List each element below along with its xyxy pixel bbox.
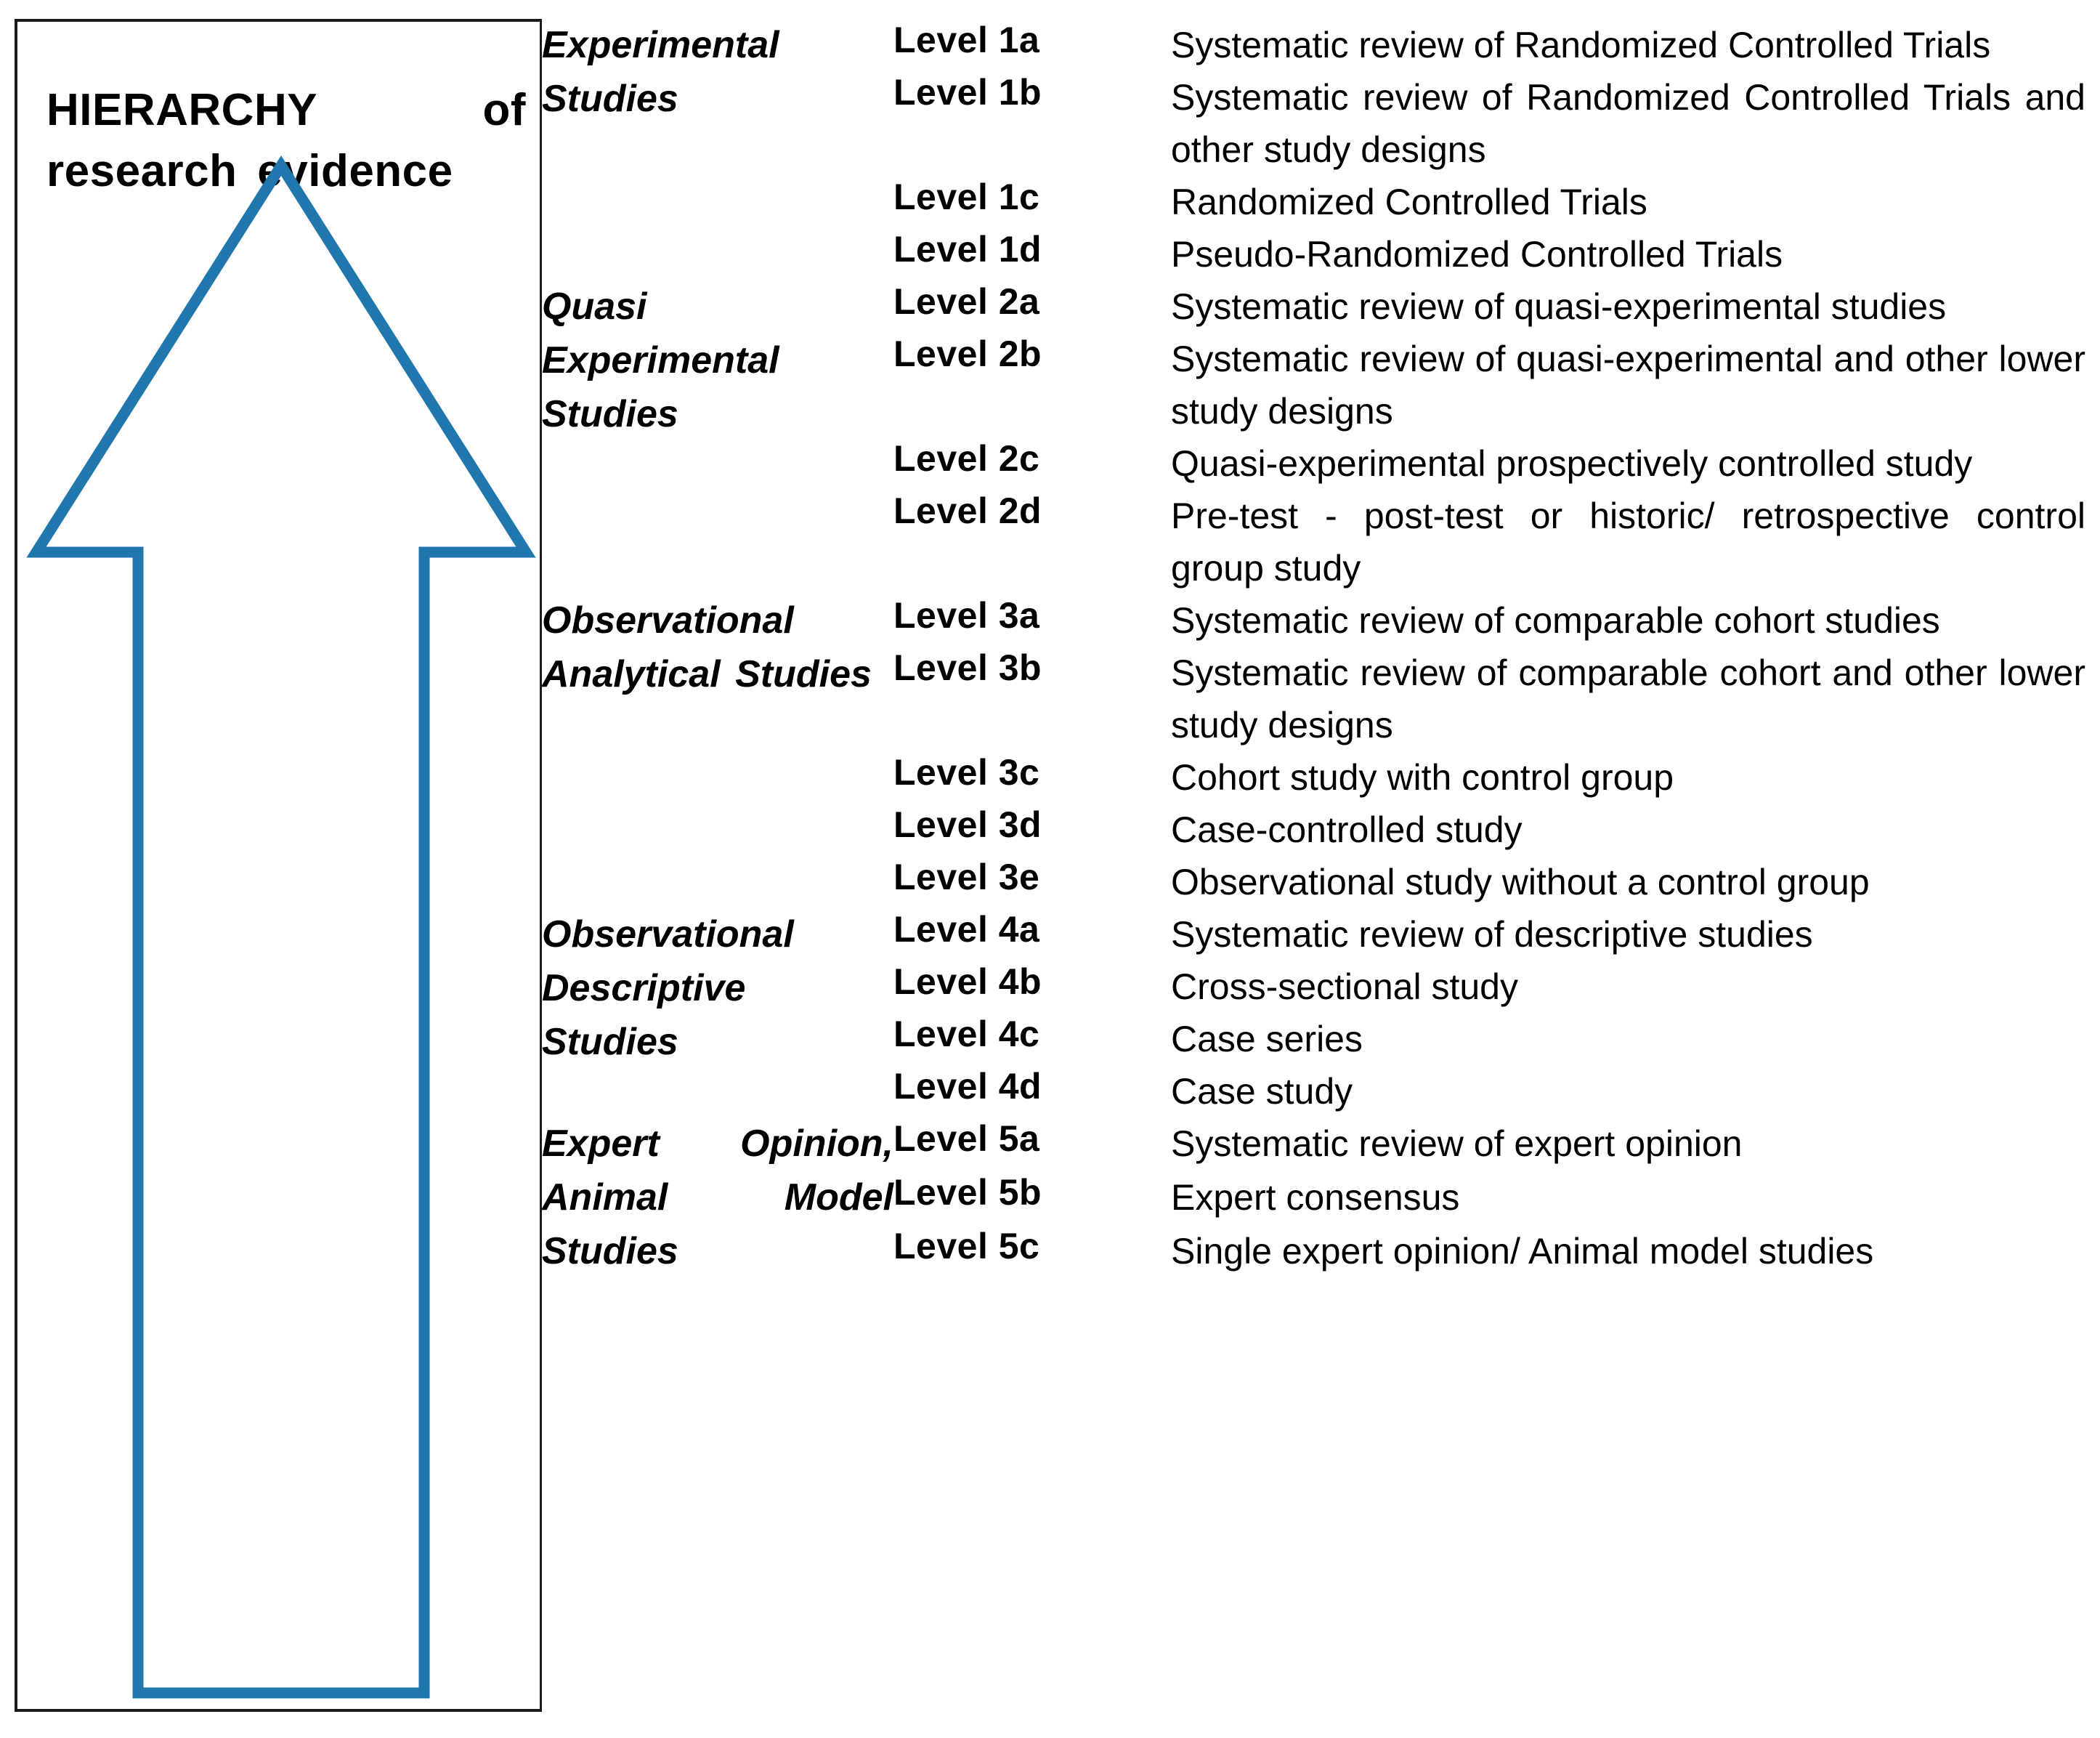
description-cell: Observational study without a control gr… bbox=[1171, 862, 1870, 902]
table-row: Level 3e Observational study without a c… bbox=[542, 856, 2085, 908]
level-cell: Level 1a bbox=[893, 20, 1040, 60]
category-cell-experimental: Experimental Studies bbox=[542, 24, 779, 120]
level-cell: Level 4c bbox=[893, 1014, 1040, 1054]
level-cell: Level 1d bbox=[893, 229, 1042, 270]
description-cell: Quasi-experimental prospectively control… bbox=[1171, 443, 1973, 484]
level-cell: Level 3b bbox=[893, 647, 1042, 688]
table-row: Level 3b Systematic review of comparable… bbox=[542, 647, 2085, 751]
category-cell-expert-opinion: Expert Opinion, Animal Model Studies bbox=[542, 1123, 893, 1272]
table-row: Level 1c Randomized Controlled Trials bbox=[542, 176, 2085, 228]
level-cell: Level 2a bbox=[893, 281, 1040, 322]
table-row: Level 5c Single expert opinion/ Animal m… bbox=[542, 1225, 2085, 1279]
table-row: Level 2c Quasi-experimental prospectivel… bbox=[542, 437, 2085, 490]
table-row: Quasi Experimental Studies Level 2a Syst… bbox=[542, 280, 2085, 435]
description-cell: Case study bbox=[1171, 1071, 1353, 1112]
table-row: Level 4d Case study bbox=[542, 1065, 2085, 1117]
hierarchy-arrow-panel: HIERARCHY of research evidence bbox=[15, 19, 542, 1712]
level-cell: Level 1b bbox=[893, 72, 1042, 113]
table-row: Level 2b Systematic review of quasi-expe… bbox=[542, 333, 2085, 437]
table-row: Level 4c Case series bbox=[542, 1013, 2085, 1065]
level-cell: Level 5b bbox=[893, 1171, 1042, 1213]
level-cell: Level 2d bbox=[893, 490, 1042, 531]
level-cell: Level 3d bbox=[893, 804, 1042, 845]
level-cell: Level 3c bbox=[893, 752, 1040, 793]
description-cell: Pre-test - post-test or historic/ retros… bbox=[1171, 496, 2085, 589]
level-cell: Level 4d bbox=[893, 1066, 1042, 1107]
description-cell: Systematic review of comparable cohort a… bbox=[1171, 652, 2085, 745]
table-row: Level 5b Expert consensus bbox=[542, 1171, 2085, 1225]
level-cell: Level 5a bbox=[893, 1118, 1040, 1159]
table-row: Observational Descriptive Studies Level … bbox=[542, 908, 2085, 1063]
table-row: Level 3c Cohort study with control group bbox=[542, 751, 2085, 804]
table-row: Level 4b Cross-sectional study bbox=[542, 961, 2085, 1013]
table-row: Level 1b Systematic review of Randomized… bbox=[542, 71, 2085, 176]
category-cell-observational-analytical: Observational Analytical Studies bbox=[542, 599, 872, 695]
table-row: Expert Opinion, Animal Model Studies Lev… bbox=[542, 1117, 2085, 1272]
description-cell: Cross-sectional study bbox=[1171, 966, 1518, 1007]
description-cell: Expert consensus bbox=[1171, 1176, 1460, 1218]
description-cell: Randomized Controlled Trials bbox=[1171, 182, 1647, 222]
description-cell: Single expert opinion/ Animal model stud… bbox=[1171, 1230, 1874, 1272]
table-row: Level 1d Pseudo-Randomized Controlled Tr… bbox=[542, 228, 2085, 280]
description-cell: Case-controlled study bbox=[1171, 809, 1523, 850]
level-cell: Level 3e bbox=[893, 857, 1040, 897]
level-cell: Level 5c bbox=[893, 1225, 1040, 1266]
description-cell: Systematic review of quasi-experimental … bbox=[1171, 339, 2085, 432]
description-cell: Case series bbox=[1171, 1019, 1363, 1059]
level-cell: Level 3a bbox=[893, 595, 1040, 636]
up-arrow-icon bbox=[17, 145, 545, 1715]
table-row: Observational Analytical Studies Level 3… bbox=[542, 594, 2085, 695]
description-cell: Pseudo-Randomized Controlled Trials bbox=[1171, 234, 1783, 275]
description-cell: Systematic review of comparable cohort s… bbox=[1171, 600, 1940, 641]
level-cell: Level 4b bbox=[893, 961, 1042, 1002]
description-cell: Systematic review of quasi-experimental … bbox=[1171, 286, 1947, 327]
category-cell-quasi-experimental: Quasi Experimental Studies bbox=[542, 286, 779, 435]
description-cell: Systematic review of Randomized Controll… bbox=[1171, 77, 2085, 170]
description-cell: Systematic review of Randomized Controll… bbox=[1171, 25, 1991, 65]
level-cell: Level 1c bbox=[893, 177, 1040, 217]
evidence-levels-table: Experimental Studies Level 1a Systematic… bbox=[542, 19, 2085, 1278]
description-cell: Systematic review of expert opinion bbox=[1171, 1123, 1743, 1164]
level-cell: Level 4a bbox=[893, 909, 1040, 950]
level-cell: Level 2b bbox=[893, 334, 1042, 374]
table-row: Level 2d Pre-test - post-test or histori… bbox=[542, 490, 2085, 594]
description-cell: Systematic review of descriptive studies bbox=[1171, 914, 1813, 955]
page-title: HIERARCHY of research evidence bbox=[46, 85, 526, 196]
description-cell: Cohort study with control group bbox=[1171, 757, 1674, 798]
table-row: Level 3d Case-controlled study bbox=[542, 804, 2085, 856]
table-row: Experimental Studies Level 1a Systematic… bbox=[542, 19, 2085, 120]
category-cell-observational-descriptive: Observational Descriptive Studies bbox=[542, 913, 794, 1063]
level-cell: Level 2c bbox=[893, 438, 1040, 479]
